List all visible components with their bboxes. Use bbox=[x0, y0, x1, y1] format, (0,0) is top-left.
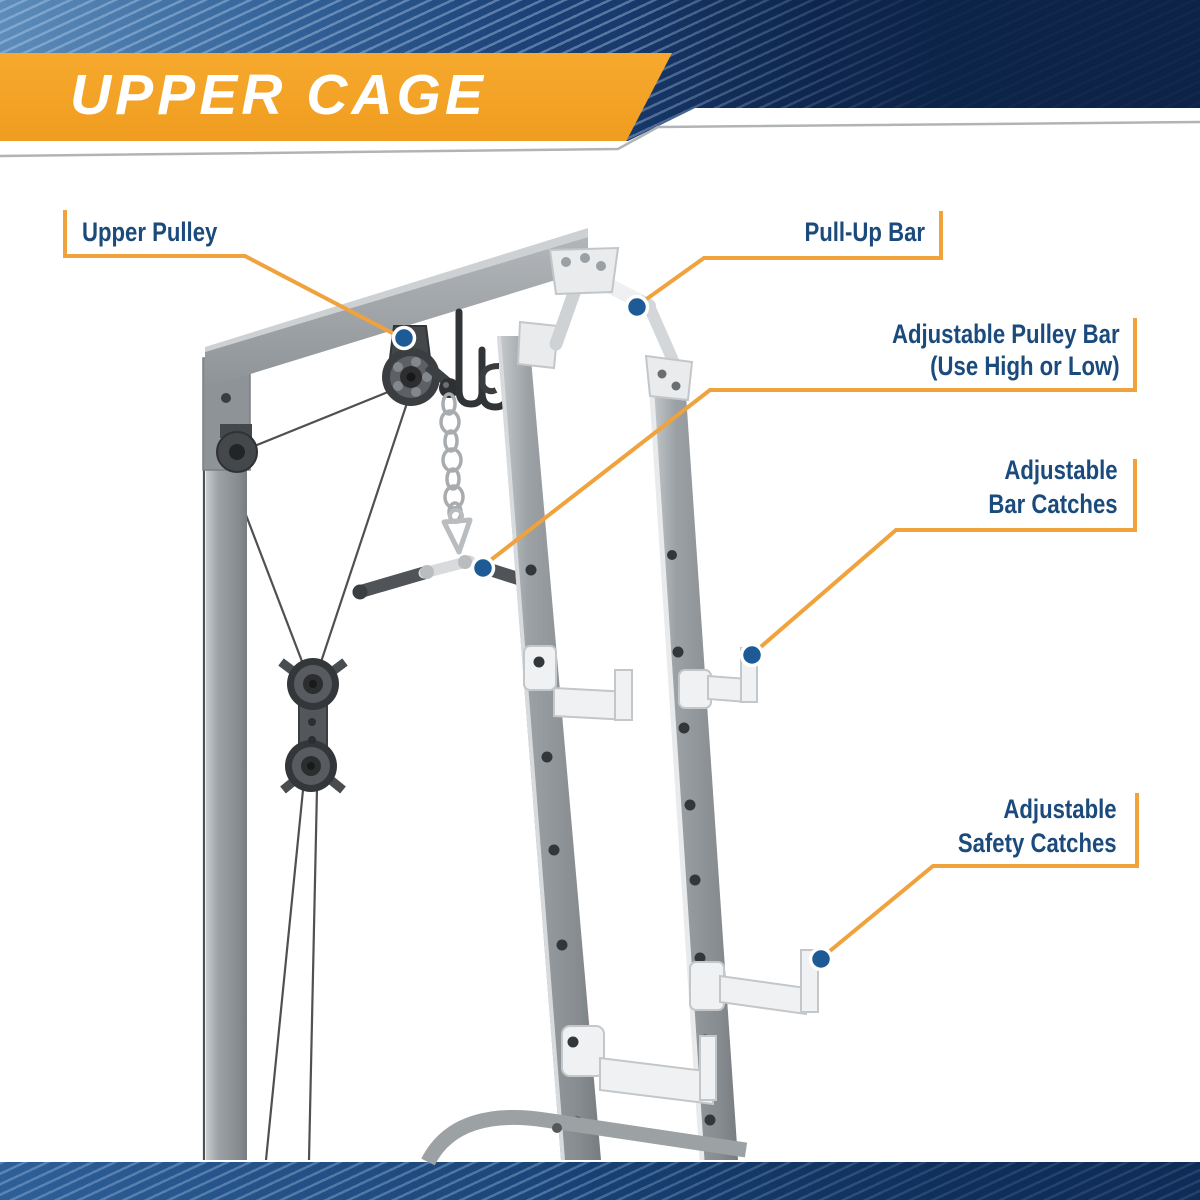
dot-bar-catches bbox=[739, 642, 765, 668]
page-title: UPPER CAGE bbox=[70, 63, 487, 127]
dot-safety-catches bbox=[808, 946, 834, 972]
label-adjustable-bar-catches: Adjustable Bar Catches bbox=[989, 453, 1118, 521]
cables bbox=[202, 386, 410, 1161]
callout-line-safety-catches bbox=[823, 793, 1139, 957]
callout-line-upper-pulley bbox=[63, 210, 399, 338]
label-line: Safety Catches bbox=[958, 828, 1117, 858]
dot-upper-pulley bbox=[391, 325, 417, 351]
left-upright bbox=[202, 353, 251, 1160]
hanger-link bbox=[441, 508, 473, 555]
label-adjustable-safety-catches: Adjustable Safety Catches bbox=[958, 792, 1117, 860]
bottom-striped-band bbox=[0, 1162, 1200, 1200]
front-right-post bbox=[648, 379, 738, 1161]
callout-line-pull-up-bar bbox=[639, 211, 943, 305]
label-line: Bar Catches bbox=[988, 489, 1118, 519]
callout-dots bbox=[391, 294, 834, 972]
callout-line-pulley-bar bbox=[485, 318, 1137, 565]
label-line: Adjustable bbox=[1004, 455, 1118, 485]
rear-right-post bbox=[478, 320, 601, 1161]
label-pull-up-bar: Pull-Up Bar bbox=[804, 217, 925, 247]
left-post-pulley bbox=[216, 424, 258, 473]
header-outline-rule bbox=[0, 120, 1200, 158]
top-beam bbox=[205, 228, 588, 388]
label-line: Adjustable bbox=[1003, 794, 1117, 824]
dot-pulley-bar bbox=[470, 555, 496, 581]
label-line: (Use High or Low) bbox=[930, 351, 1120, 381]
label-adjustable-pulley-bar: Adjustable Pulley Bar (Use High or Low) bbox=[892, 318, 1120, 382]
base-foot bbox=[421, 1110, 748, 1166]
bar-catch-rear bbox=[523, 645, 633, 722]
chain bbox=[439, 392, 465, 523]
title-banner bbox=[0, 53, 672, 141]
callout-line-bar-catches bbox=[754, 459, 1137, 653]
dot-pull-up-bar bbox=[624, 294, 650, 320]
pull-up-bar bbox=[548, 246, 694, 402]
label-line: Adjustable Pulley Bar bbox=[892, 319, 1120, 349]
callout-lines bbox=[63, 210, 1139, 957]
floating-double-pulley bbox=[278, 658, 348, 794]
label-upper-pulley: Upper Pulley bbox=[82, 217, 218, 247]
safety-catch-rear bbox=[561, 1025, 717, 1106]
